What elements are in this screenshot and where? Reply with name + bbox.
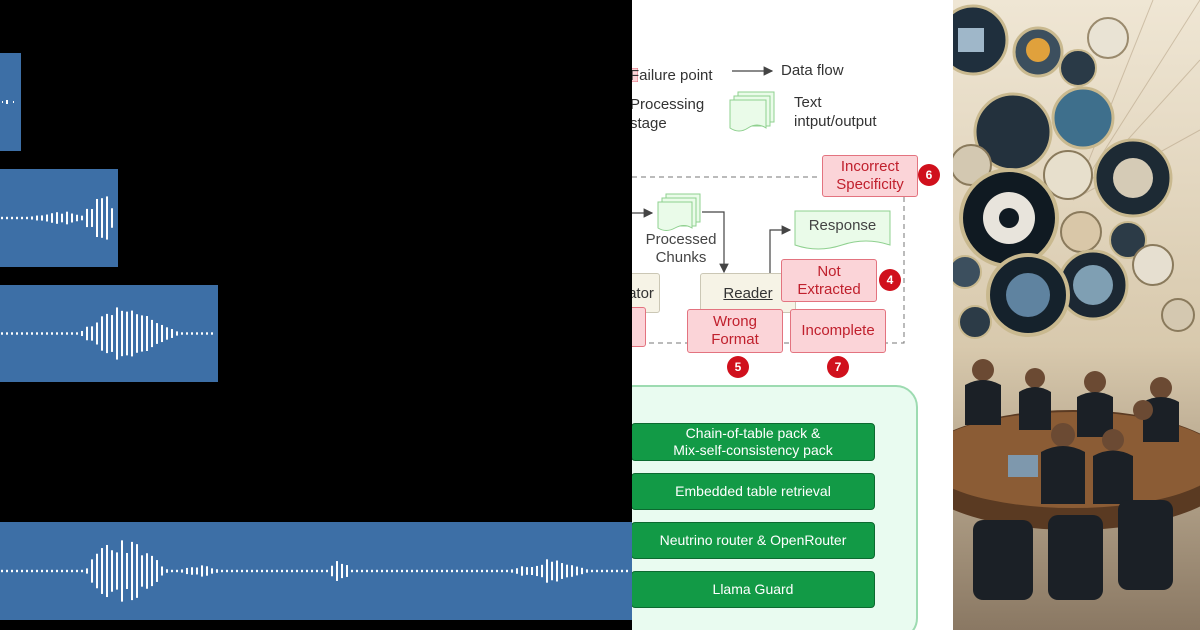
solution-llama-guard: Llama Guard [632, 571, 875, 608]
waveform-block-4 [0, 522, 632, 620]
failure-badge-6: 6 [918, 164, 940, 186]
waveform-4 [1, 540, 628, 602]
response-label: Response [808, 217, 877, 234]
solution-neutrino-router: Neutrino router & OpenRouter [632, 522, 875, 559]
failure-badge-5: 5 [727, 356, 749, 378]
text-io-legend-icon [729, 91, 775, 132]
tech-icon-chart [1051, 86, 1115, 150]
legend-data-flow: Data flow [781, 62, 844, 79]
illustration-art [953, 0, 1200, 600]
processed-chunks-icon [657, 193, 701, 231]
generator-failure-box [632, 307, 646, 347]
tech-meeting-illustration [953, 0, 1200, 630]
tech-icon-cloud [953, 4, 1009, 76]
meeting-people [965, 359, 1179, 600]
solution-embedded-table-retrieval: Embedded table retrieval [632, 473, 875, 510]
waveform-block-1 [0, 53, 21, 151]
failure-incomplete: Incomplete [790, 309, 886, 353]
generator-stage-box: ator [632, 273, 660, 313]
waveform-block-2 [0, 169, 118, 267]
waveform-3 [1, 307, 213, 360]
response-doc-shape [794, 210, 891, 250]
failure-badge-7: 7 [827, 356, 849, 378]
reader-stage-box: Reader [700, 273, 796, 313]
waveform-2 [1, 196, 113, 240]
legend-failure-point: Failure point [632, 67, 713, 84]
waveform-panel [0, 53, 632, 620]
failure-badge-4: 4 [879, 269, 901, 291]
waveform-1 [2, 100, 14, 104]
waveform-block-3 [0, 285, 218, 382]
solution-chain-of-table: Chain-of-table pack &Mix-self-consistenc… [632, 423, 875, 461]
diagram-connectors [632, 66, 905, 344]
solutions-panel: Chain-of-table pack &Mix-self-consistenc… [632, 385, 918, 630]
